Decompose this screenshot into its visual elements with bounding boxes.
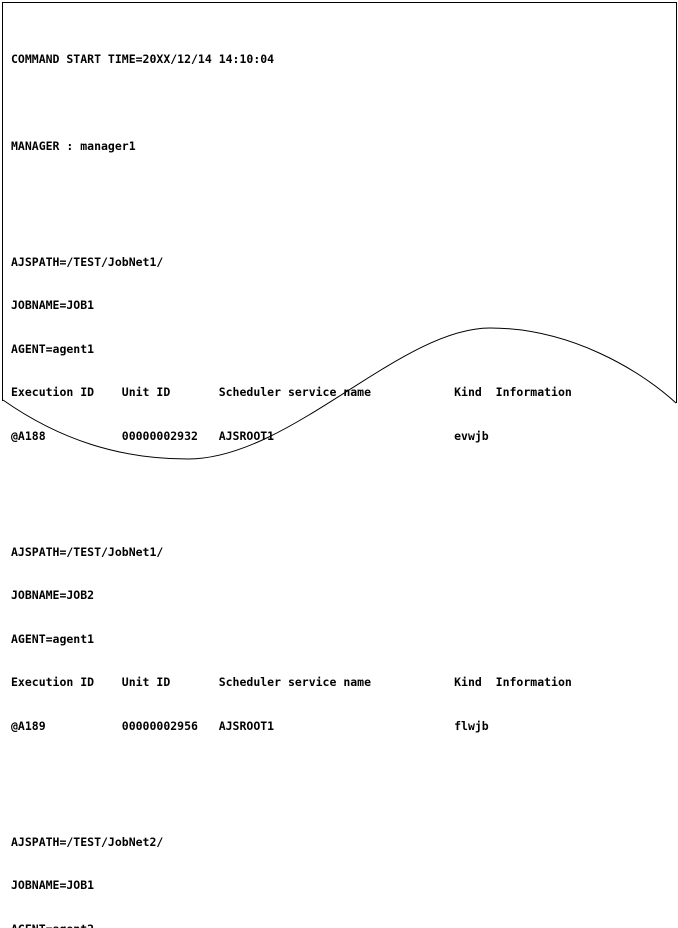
jobname-line-1: JOBNAME=JOB1 [11, 298, 671, 313]
log-output-text: COMMAND START TIME=20XX/12/14 14:10:04 M… [11, 8, 671, 928]
jobname-line-3: JOBNAME=JOB1 [11, 878, 671, 893]
window-border-top [2, 2, 676, 3]
spacer-line [11, 762, 671, 777]
table-row-1: @A188 00000002932 AJSROOT1 evwjb [11, 429, 671, 444]
agent-line-2: AGENT=agent1 [11, 632, 671, 647]
table-header-2: Execution ID Unit ID Scheduler service n… [11, 675, 671, 690]
agent-line-1: AGENT=agent1 [11, 342, 671, 357]
spacer-line [11, 472, 671, 487]
table-row-2: @A189 00000002956 AJSROOT1 flwjb [11, 719, 671, 734]
command-start-line: COMMAND START TIME=20XX/12/14 14:10:04 [11, 52, 671, 67]
ajspath-line-2: AJSPATH=/TEST/JobNet1/ [11, 545, 671, 560]
jobname-line-2: JOBNAME=JOB2 [11, 588, 671, 603]
agent-line-3: AGENT=agent2 [11, 922, 671, 928]
window-border-left [2, 2, 3, 401]
table-header-1: Execution ID Unit ID Scheduler service n… [11, 385, 671, 400]
window-border-right [676, 2, 677, 403]
spacer-line [11, 182, 671, 197]
ajspath-line-3: AJSPATH=/TEST/JobNet2/ [11, 835, 671, 850]
manager-line: MANAGER : manager1 [11, 139, 671, 154]
spacer-line [11, 95, 671, 110]
console-window: COMMAND START TIME=20XX/12/14 14:10:04 M… [0, 0, 678, 464]
ajspath-line-1: AJSPATH=/TEST/JobNet1/ [11, 255, 671, 270]
